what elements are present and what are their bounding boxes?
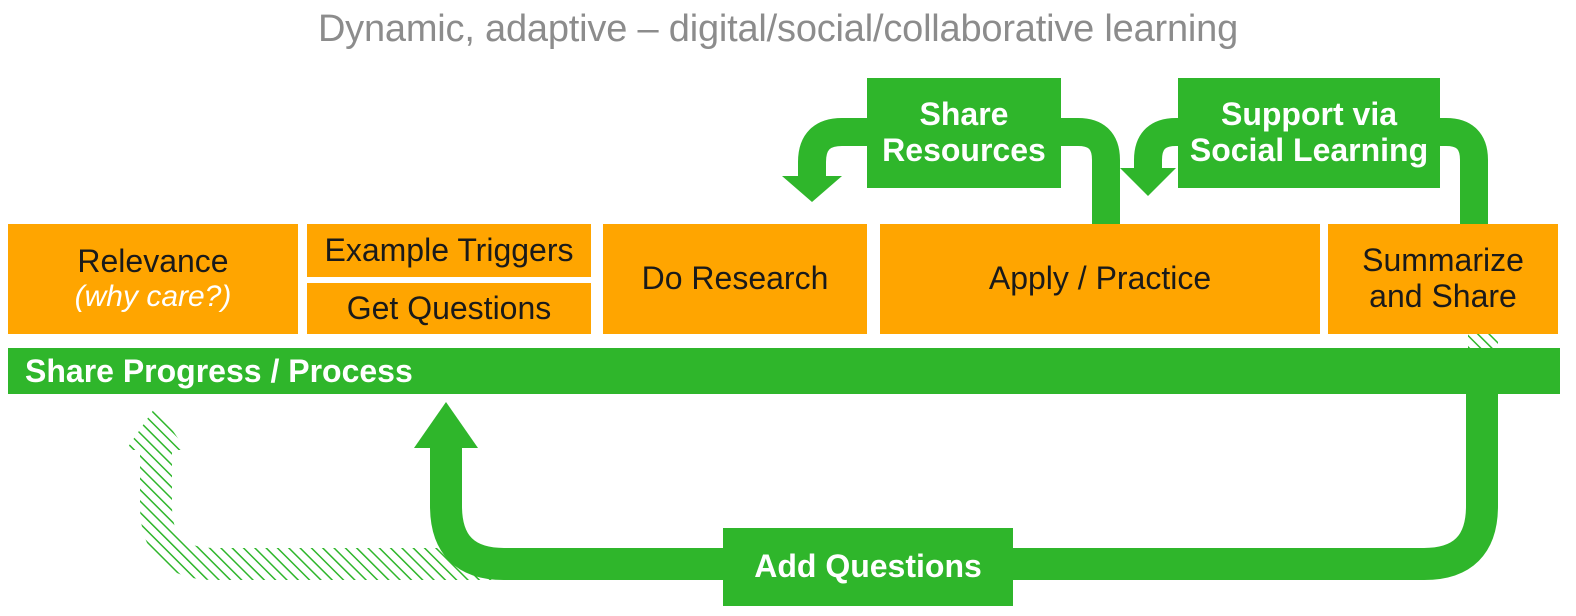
relevance-note: (why care?)	[74, 280, 232, 314]
hatched-return-arrow	[140, 444, 500, 580]
example-triggers-box: Example Triggers	[307, 224, 591, 277]
diagram-title: Dynamic, adaptive – digital/social/colla…	[317, 8, 1239, 50]
apply-practice-box: Apply / Practice	[880, 224, 1320, 334]
summarize-line2: and Share	[1369, 278, 1517, 314]
add-questions-box: Add Questions	[723, 528, 1013, 606]
relevance-box: Relevance (why care?)	[8, 224, 298, 334]
do-research-box: Do Research	[603, 224, 867, 334]
get-questions-label: Get Questions	[346, 289, 552, 326]
add-questions-arrowhead	[414, 402, 478, 448]
get-questions-box: Get Questions	[307, 283, 591, 334]
support-line1: Support via	[1220, 96, 1397, 133]
share-progress-label: Share Progress / Process	[25, 352, 413, 389]
relevance-label: Relevance	[77, 243, 229, 280]
apply-practice-label: Apply / Practice	[988, 260, 1212, 297]
add-questions-label: Add Questions	[754, 548, 982, 585]
summarize-line1: Summarize	[1362, 242, 1524, 279]
example-triggers-label: Example Triggers	[324, 231, 574, 268]
share-resources-box: Share Resources	[867, 78, 1061, 188]
hatched-return-arrowhead	[126, 406, 186, 450]
support-line2: Social Learning	[1189, 132, 1429, 168]
hatched-connector-right	[1468, 334, 1498, 352]
share-resources-line1: Share	[919, 96, 1009, 133]
share-resources-line2: Resources	[882, 132, 1046, 168]
share-resources-arrowhead	[782, 176, 842, 202]
summarize-share-box: Summarize and Share	[1328, 224, 1558, 334]
share-progress-bar: Share Progress / Process	[8, 348, 1560, 394]
support-social-learning-box: Support via Social Learning	[1178, 78, 1440, 188]
support-loop-arrowhead	[1120, 168, 1176, 196]
do-research-label: Do Research	[641, 260, 829, 297]
